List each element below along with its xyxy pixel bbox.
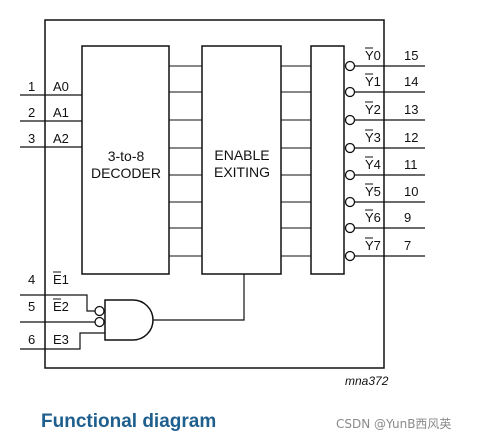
address-input-label: A1	[53, 105, 69, 120]
output-pin-number: 10	[404, 184, 418, 199]
address-pin-number: 2	[28, 105, 35, 120]
enable-inputs: 4 E1 5 E2 6 E3	[28, 271, 69, 347]
wire-e1	[20, 294, 95, 312]
reference-code: mna372	[345, 374, 389, 388]
wire-gate-output	[153, 274, 245, 321]
output-inversion-bubble	[344, 86, 356, 98]
output-pin-number: 11	[404, 157, 418, 172]
package-outline	[44, 19, 385, 369]
enable-input-label: E1	[53, 272, 69, 287]
output-label: Y7	[365, 238, 381, 253]
output-inversion-bubble	[344, 196, 356, 208]
address-input-label: A2	[53, 131, 69, 146]
output-pin-number: 14	[404, 74, 418, 89]
output-label: Y0	[365, 48, 381, 63]
address-inputs: 1 A0 2 A1 3 A2	[20, 79, 82, 148]
enable-label-line2: EXITING	[214, 164, 270, 180]
wire-e3	[20, 332, 105, 350]
output-inversion-bubble	[344, 114, 356, 126]
output-inversion-bubble	[344, 60, 356, 72]
output-label: Y2	[365, 102, 381, 117]
output-buffer-block	[310, 45, 345, 275]
output-label: Y5	[365, 184, 381, 199]
output-pin-number: 7	[404, 238, 411, 253]
address-pin-number: 1	[28, 79, 35, 94]
enable-pin-number: 5	[28, 299, 35, 314]
diagram-caption: Functional diagram	[41, 411, 217, 432]
output-pin-number: 15	[404, 48, 418, 63]
output-pin-number: 12	[404, 130, 418, 145]
decoder-block	[81, 45, 170, 275]
enable-input-label: E3	[53, 332, 69, 347]
decoder-label-line2: DECODER	[91, 165, 161, 181]
address-pin-number: 3	[28, 131, 35, 146]
output-label: Y6	[365, 210, 381, 225]
output-inversion-bubble	[344, 169, 356, 181]
output-label: Y1	[365, 74, 381, 89]
enable-input-label: E2	[53, 299, 69, 314]
output-inversion-bubble	[344, 222, 356, 234]
enable-block	[201, 45, 282, 275]
output-inversion-bubble	[344, 250, 356, 262]
address-input-label: A0	[53, 79, 69, 94]
output-pin-number: 9	[404, 210, 411, 225]
decoder-label-line1: 3-to-8	[108, 148, 145, 164]
enable-pin-number: 6	[28, 332, 35, 347]
output-label: Y4	[365, 157, 381, 172]
output-label: Y3	[365, 130, 381, 145]
output-pin-number: 13	[404, 102, 418, 117]
internal-connections	[169, 65, 311, 257]
inversion-bubble	[94, 305, 105, 317]
watermark: CSDN @YunB西风英	[336, 417, 452, 431]
inversion-bubble	[94, 316, 105, 328]
enable-pin-number: 4	[28, 272, 35, 287]
output-inversion-bubble	[344, 142, 356, 154]
and-gate	[104, 299, 154, 341]
enable-label-line1: ENABLE	[214, 147, 269, 163]
